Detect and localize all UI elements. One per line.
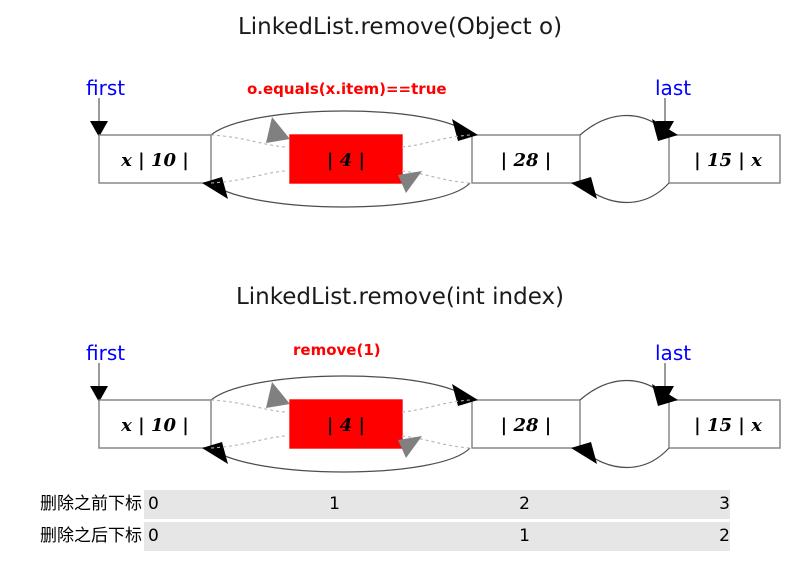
- diagram-2-first-label: first: [86, 341, 126, 365]
- diagram-2-node-2-text: | 28 |: [501, 415, 552, 436]
- diagram-1-last-label: last: [655, 76, 692, 100]
- index-cell-after-2: 1: [519, 526, 530, 546]
- diagram-1-node-0-text: x | 10 |: [120, 150, 189, 171]
- diagram-2-node-3: [668, 399, 781, 449]
- diagram-2-node-1-text: | 4 |: [327, 415, 365, 436]
- diagram-1-node-1: [289, 134, 403, 184]
- diagram-2-node-0-text: x | 10 |: [120, 415, 189, 436]
- diagram-2-op-label: remove(1): [293, 341, 381, 359]
- diagram-1-node-2-text: | 28 |: [501, 150, 552, 171]
- first-arrowhead: [90, 121, 108, 137]
- index-cell-after-0: 0: [148, 526, 159, 546]
- diagram-1-node-2: [471, 134, 581, 184]
- index-cell-before-0: 0: [148, 494, 159, 514]
- diagram-1-node-1-text: | 4 |: [327, 150, 365, 171]
- index-cell-before-1: 1: [329, 494, 340, 514]
- diagram-2-last-label: last: [655, 341, 692, 365]
- diagram-2-title: LinkedList.remove(int index): [235, 284, 565, 310]
- index-cell-before-3: 3: [719, 494, 730, 514]
- index-cell-after-3: 2: [719, 526, 730, 546]
- diagram-2-node-0: [98, 399, 212, 449]
- index-band-after: [144, 522, 730, 551]
- diagram-1-graph: x | 10 | | 4 | | 28 | | 15 | x: [90, 98, 781, 208]
- diagram-1-node-0: [98, 134, 212, 184]
- index-row-before: 删除之前下标 0 1 2 3: [0, 490, 800, 519]
- diagram-2-graph: x | 10 | | 4 | | 28 | | 15 | x: [90, 363, 781, 473]
- diagram-2-node-3-text: | 15 | x: [694, 415, 762, 436]
- index-row-after-label: 删除之后下标: [40, 526, 142, 546]
- index-row-before-label: 删除之前下标: [40, 494, 142, 514]
- first-arrowhead-2: [90, 386, 108, 402]
- index-row-after: 删除之后下标 0 1 2: [0, 522, 800, 551]
- index-cell-after-1: [250, 522, 340, 551]
- diagram-1-op-label: o.equals(x.item)==true: [247, 80, 447, 98]
- diagram-2-node-1: [289, 399, 403, 449]
- diagram-1-node-3: [668, 134, 781, 184]
- diagram-2-node-2: [471, 399, 581, 449]
- index-cell-before-2: 2: [519, 494, 530, 514]
- diagram-1-title: LinkedList.remove(Object o): [237, 14, 563, 40]
- diagram-1-node-3-text: | 15 | x: [694, 150, 762, 171]
- diagram-1-first-label: first: [86, 76, 126, 100]
- index-band-before: [144, 490, 730, 519]
